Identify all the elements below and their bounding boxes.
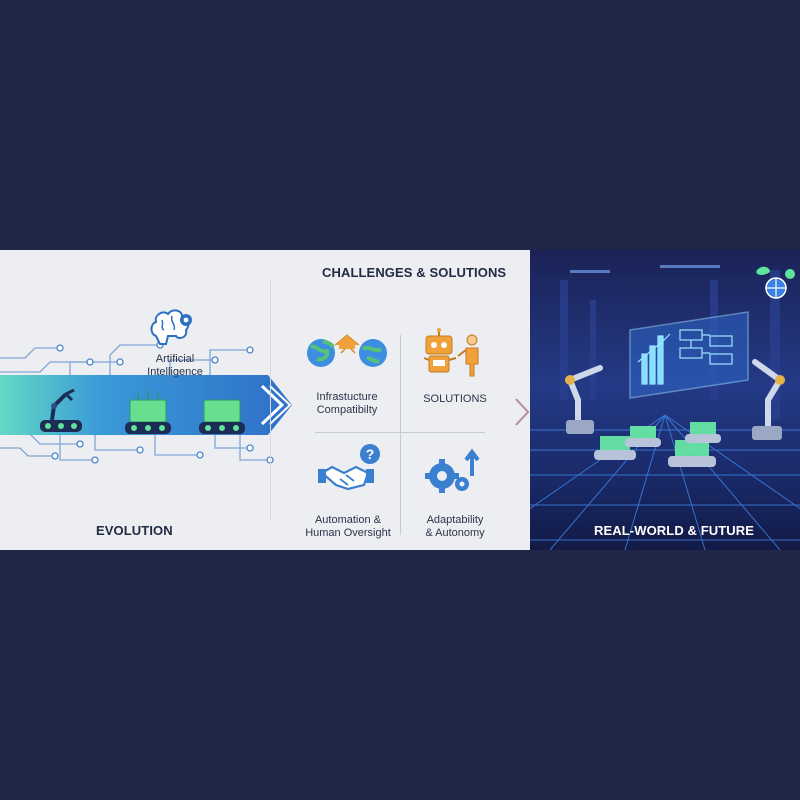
item3-line2: Human Oversight bbox=[305, 527, 391, 539]
future-title: REAL-WORLD & FUTURE bbox=[594, 523, 755, 538]
panel-divider bbox=[270, 280, 271, 520]
ai-label: Artificial Intelligence bbox=[130, 353, 220, 379]
item4-label: Adaptability & Autonomy bbox=[410, 514, 500, 540]
robot-arm-cart-icon bbox=[40, 388, 82, 432]
item4-line1: Adaptability bbox=[426, 514, 484, 526]
infographic-banner: Artificial Intelligence EVOLUTION CHALLE… bbox=[0, 250, 800, 550]
ai-label-line2: Intelligence bbox=[147, 366, 203, 378]
robot-person-icon bbox=[423, 328, 479, 377]
grid-vline bbox=[400, 335, 401, 535]
ai-label-line1: Artificial bbox=[155, 353, 195, 365]
globe-gear-leaf-icon bbox=[756, 266, 795, 299]
chevron-right-icon bbox=[515, 398, 530, 426]
future-scene bbox=[530, 265, 800, 550]
challenges-title: CHALLENGES & SOLUTIONS bbox=[322, 265, 507, 280]
box-cart-icon-2 bbox=[199, 399, 245, 434]
light-panel: Artificial Intelligence EVOLUTION CHALLE… bbox=[0, 250, 530, 550]
handshake-question-icon: ? bbox=[318, 444, 380, 491]
item3-label: Automation & Human Oversight bbox=[300, 514, 396, 540]
future-panel: REAL-WORLD & FUTURE bbox=[530, 250, 800, 550]
item1-label: Infrastucture Compatibilty bbox=[302, 391, 392, 417]
globe-bridge-icon bbox=[307, 334, 387, 367]
box-cart-icon-1 bbox=[125, 390, 171, 434]
item4-line2: & Autonomy bbox=[425, 527, 485, 539]
circuit-traces bbox=[0, 341, 274, 464]
item3-line1: Automation & bbox=[314, 514, 382, 526]
grid-hline bbox=[315, 432, 485, 433]
evolution-title: EVOLUTION bbox=[96, 523, 173, 538]
item1-line1: Infrastucture bbox=[316, 391, 378, 403]
brain-gear-icon bbox=[150, 309, 192, 345]
svg-text:?: ? bbox=[366, 446, 375, 462]
item1-line2: Compatibilty bbox=[316, 404, 378, 416]
item2-label: SOLUTIONS bbox=[423, 393, 487, 405]
gears-arrow-icon bbox=[425, 448, 480, 493]
